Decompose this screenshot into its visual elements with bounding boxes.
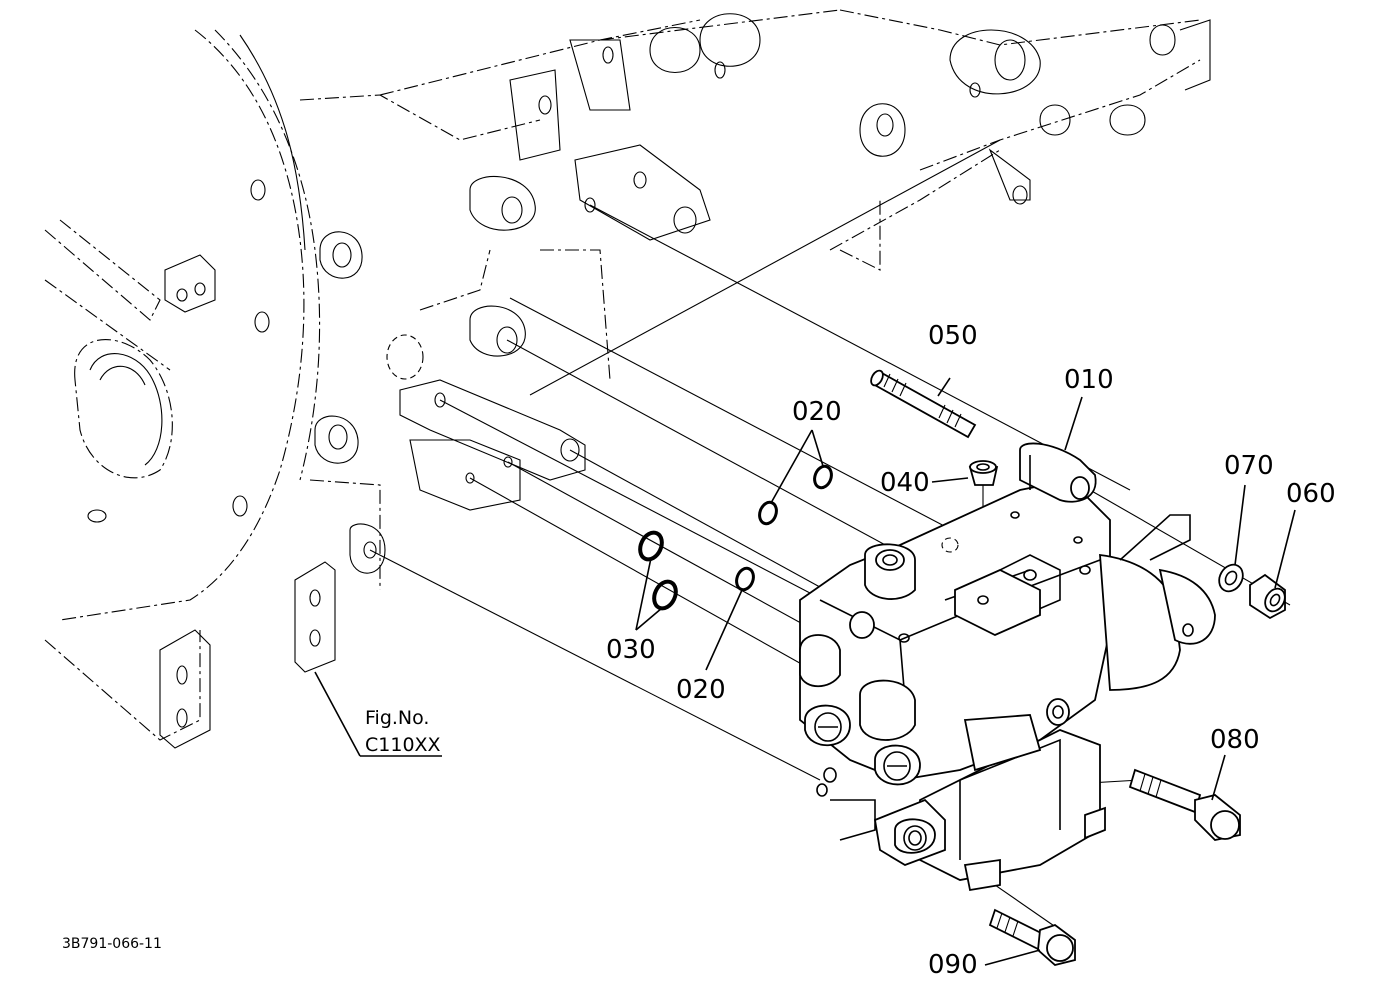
figure-reference-line1: Fig.No. (365, 707, 429, 729)
washer-070[interactable] (1214, 560, 1247, 595)
o-ring-020-lower[interactable] (734, 566, 757, 592)
plug-040[interactable] (968, 460, 999, 486)
label-090: 090 (928, 950, 978, 980)
label-010: 010 (1064, 365, 1114, 395)
bolt-090[interactable] (988, 908, 1076, 966)
transmission-housing (44, 9, 1211, 749)
label-030: 030 (606, 635, 656, 665)
nut-060[interactable] (1249, 573, 1289, 620)
assembly-center-lines (369, 139, 1291, 931)
label-060: 060 (1286, 479, 1336, 509)
leader-lines (314, 377, 1296, 966)
label-080: 080 (1210, 725, 1260, 755)
stud-bolt-050[interactable] (869, 369, 977, 439)
label-050: 050 (928, 321, 978, 351)
valve-assembly[interactable] (799, 442, 1216, 892)
o-ring-020-upper[interactable] (812, 464, 835, 490)
drawing-code: 3B791-066-11 (62, 936, 162, 952)
label-040: 040 (880, 468, 930, 498)
label-020-upper: 020 (792, 397, 842, 427)
bolt-080[interactable] (1128, 768, 1241, 841)
o-ring-030-lower[interactable] (650, 578, 680, 612)
figure-reference-line2: C110XX (365, 734, 441, 756)
o-ring-020-mid[interactable] (757, 500, 780, 526)
label-020-lower: 020 (676, 675, 726, 705)
label-070: 070 (1224, 451, 1274, 481)
o-ring-030-upper[interactable] (636, 529, 666, 563)
